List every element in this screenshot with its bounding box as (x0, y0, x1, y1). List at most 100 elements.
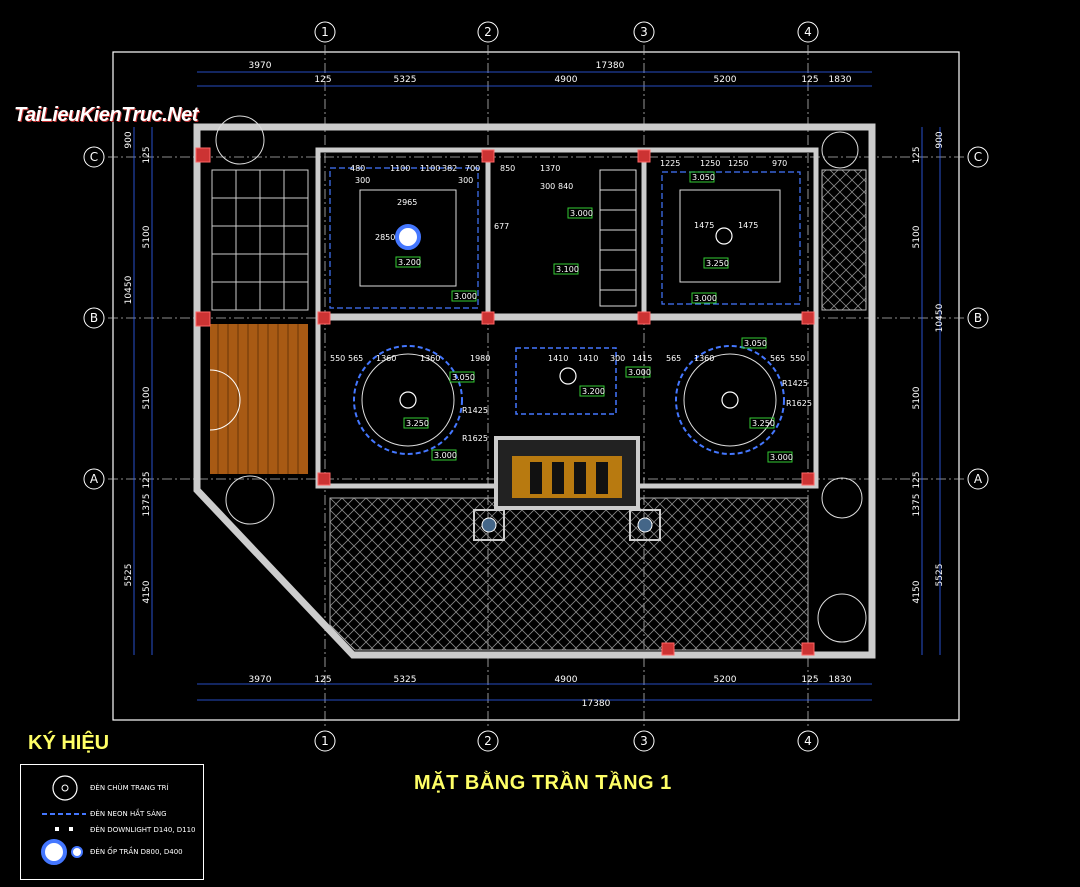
axis-label-c: C (974, 150, 982, 164)
axis-label-c: C (90, 150, 98, 164)
drawing-title: MẶT BẰNG TRẦN TẦNG 1 (414, 772, 672, 794)
dimension-labels: 17380 3970 125 5325 4900 5200 125 1830 3… (249, 61, 852, 709)
chandelier-left (399, 391, 417, 409)
legend-item-neon: ĐÈN NEON HẮT SÁNG (90, 810, 167, 818)
room-dim: 970 (772, 159, 787, 168)
dim-left-overall: 10450 (124, 275, 134, 304)
dim-right-seg: 5100 (912, 225, 922, 248)
dim-bottom-seg: 3970 (249, 675, 272, 685)
level-tag: 3.200 (398, 258, 421, 267)
level-tag: 3.250 (406, 419, 429, 428)
dim-right-seg: 125 (912, 146, 922, 163)
room-dim: 700 (465, 164, 480, 173)
axis-label-3: 3 (640, 25, 648, 39)
axis-label-4: 4 (804, 734, 812, 748)
room-dim: 382 (442, 164, 457, 173)
axis-label-1: 1 (321, 734, 329, 748)
stair (599, 169, 637, 307)
room-dim: 1475 (738, 221, 758, 230)
room-dim: R1425 (462, 406, 488, 415)
dim-left-seg: 5525 (124, 564, 134, 587)
tree-symbols (215, 115, 867, 643)
dim-top-seg: 5325 (394, 75, 417, 85)
watermark-logo: TaiLieuKienTruc.Net (14, 104, 198, 126)
dim-top-seg: 5200 (714, 75, 737, 85)
room-dim: 1410 (578, 354, 598, 363)
chandelier-icon (52, 775, 78, 801)
room-dim: 1100 (390, 164, 410, 173)
dim-top-overall: 17380 (596, 61, 625, 71)
room-dim: 565 (348, 354, 363, 363)
room-dim: 1475 (694, 221, 714, 230)
level-tag: 3.100 (556, 265, 579, 274)
ceiling-light-d800 (395, 224, 421, 250)
axis-label-4: 4 (804, 25, 812, 39)
room-dim: 1980 (470, 354, 490, 363)
room-dim: 300 (355, 176, 370, 185)
room-dim: 1415 (632, 354, 652, 363)
dim-right-seg: 1375 (912, 494, 922, 517)
dim-bottom-seg: 4900 (555, 675, 578, 685)
dim-bottom-seg: 5325 (394, 675, 417, 685)
dimension-lines (133, 71, 941, 701)
level-tag: 3.000 (434, 451, 457, 460)
level-tag: 3.250 (706, 259, 729, 268)
level-tag: 3.200 (582, 387, 605, 396)
dim-top-seg: 125 (314, 75, 331, 85)
room-dim: 2965 (397, 198, 417, 207)
right-planter (821, 169, 867, 311)
level-tag: 3.050 (744, 339, 767, 348)
dim-top-seg: 4900 (555, 75, 578, 85)
dim-right-seg: 4150 (912, 580, 922, 603)
legend-box (20, 764, 204, 880)
level-tag: 3.050 (692, 173, 715, 182)
room-dim: 565 (770, 354, 785, 363)
room-dim: R1425 (782, 379, 808, 388)
dim-right-seg: 5100 (912, 386, 922, 409)
columns (195, 147, 815, 656)
dim-right-seg: 125 (912, 471, 922, 488)
level-tag: 3.250 (752, 419, 775, 428)
room-dim: 1250 (700, 159, 720, 168)
level-tag: 3.000 (770, 453, 793, 462)
room-dim: 565 (666, 354, 681, 363)
chandelier-right (721, 391, 739, 409)
front-terrace (329, 497, 809, 651)
dim-bottom-seg: 125 (314, 675, 331, 685)
room-dim: 550 (790, 354, 805, 363)
room-dim: 1250 (728, 159, 748, 168)
building-outline (193, 123, 876, 659)
dim-bottom-seg: 1830 (829, 675, 852, 685)
dimension-labels-vertical: 900 125 5100 5100 125 1375 5525 4150 104… (124, 131, 945, 603)
level-tag: 3.000 (694, 294, 717, 303)
legend-item-downlight: ĐÈN DOWNLIGHT D140, D110 (90, 826, 196, 834)
chandelier-center (559, 367, 577, 385)
dim-top-seg: 125 (801, 75, 818, 85)
dim-bottom-overall: 17380 (582, 699, 611, 709)
level-tag: 3.000 (454, 292, 477, 301)
room-dim: 300 (610, 354, 625, 363)
level-tag: 3.000 (570, 209, 593, 218)
legend-symbols (41, 775, 86, 865)
room-dim: 2850 (375, 233, 395, 242)
room-dim: 1360 (420, 354, 440, 363)
axis-label-2: 2 (484, 734, 492, 748)
neon-cove-room1 (329, 167, 479, 309)
pergola-grid (211, 169, 309, 311)
room-dim: 677 (494, 222, 509, 231)
chandelier-room3 (715, 227, 733, 245)
level-tag: 3.000 (628, 368, 651, 377)
room-dim: 1225 (660, 159, 680, 168)
dim-right-seg: 5525 (935, 564, 945, 587)
room-dim: 480 (350, 164, 365, 173)
legend-item-chandelier: ĐÈN CHÙM TRANG TRÍ (90, 784, 169, 792)
room-dim: 1410 (548, 354, 568, 363)
dim-right-seg: 900 (935, 131, 945, 148)
room-dim: R1625 (462, 434, 488, 443)
room-dim: 1360 (376, 354, 396, 363)
legend-title: KÝ HIỆU (28, 732, 110, 754)
room-dim: 550 (330, 354, 345, 363)
drawing-frame (112, 51, 960, 721)
downlight-icon (55, 827, 59, 831)
